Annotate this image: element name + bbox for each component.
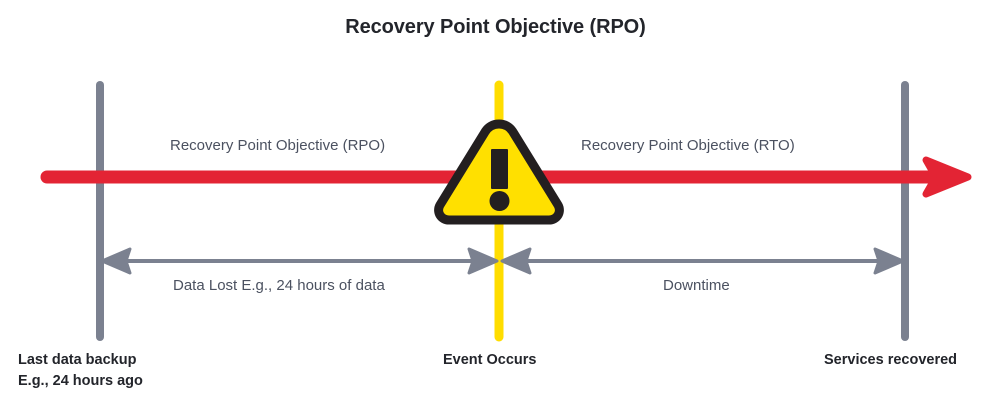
caption-last-data-backup-line1: Last data backup <box>18 352 137 368</box>
label-downtime: Downtime <box>663 277 730 294</box>
span-arrowhead-right-data-lost <box>467 247 499 275</box>
caption-event-occurs-line1: Event Occurs <box>443 352 537 368</box>
warning-triangle-icon <box>434 119 564 225</box>
label-data-lost: Data Lost E.g., 24 hours of data <box>173 277 385 294</box>
caption-last-data-backup: Last data backup E.g., 24 hours ago <box>18 350 143 392</box>
span-arrowhead-left-data-lost <box>100 247 132 275</box>
caption-event-occurs: Event Occurs <box>443 350 537 371</box>
caption-last-data-backup-line2: E.g., 24 hours ago <box>18 373 143 389</box>
label-recovery-point-objective: Recovery Point Objective (RPO) <box>170 137 386 154</box>
caption-services-recovered: Services recovered <box>824 350 957 371</box>
page-title: Recovery Point Objective (RPO) <box>345 16 646 38</box>
timeline-arrowhead-icon <box>922 156 972 198</box>
span-arrowhead-left-downtime <box>500 247 532 275</box>
span-arrowhead-right-downtime <box>873 247 905 275</box>
label-recovery-time-objective: Recovery Point Objective (RTO) <box>581 137 795 154</box>
caption-services-recovered-line1: Services recovered <box>824 352 958 368</box>
